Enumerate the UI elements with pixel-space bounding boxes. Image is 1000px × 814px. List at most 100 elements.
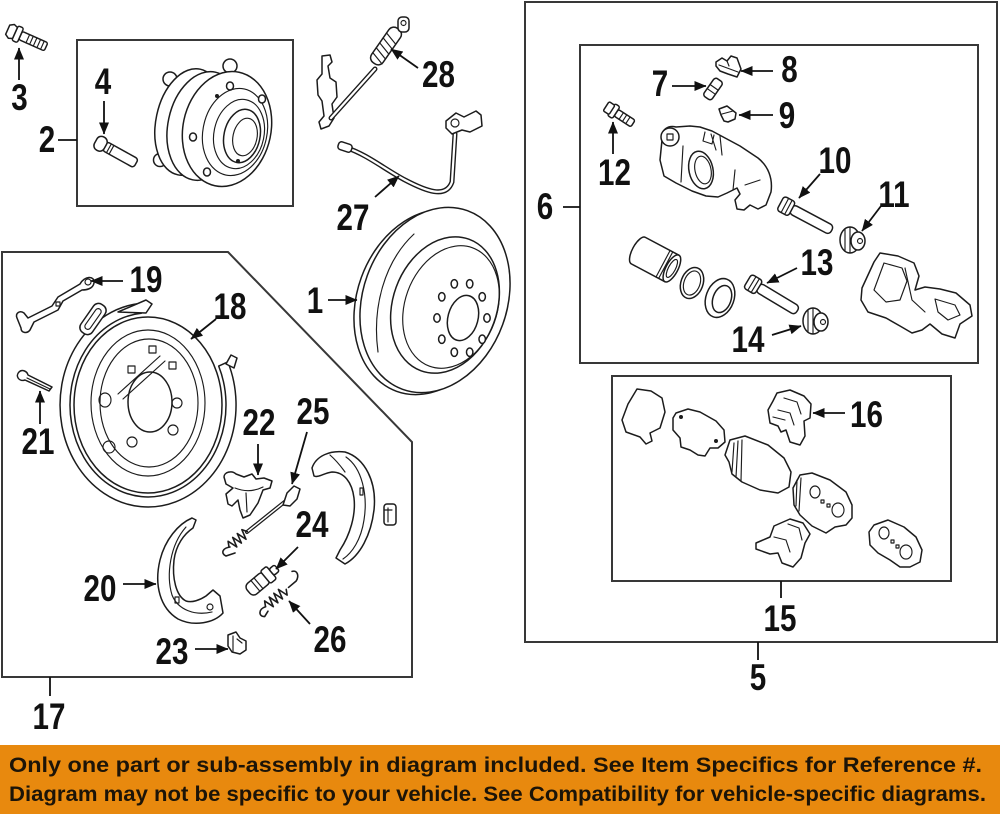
anchor-clip-fold — [383, 507, 393, 523]
piston-seal-icon — [679, 266, 705, 300]
piston-cup — [665, 258, 679, 279]
callout-label: 6 — [537, 187, 553, 228]
callout-label: 20 — [84, 569, 117, 610]
callout-26: 26 — [288, 600, 346, 661]
caliper-edges — [680, 131, 761, 191]
strut-end-bracket — [282, 485, 301, 507]
callout-label: 18 — [214, 287, 247, 328]
bolt-threads — [25, 34, 45, 50]
pin-head-flats — [780, 197, 793, 215]
caliper-bore-inner — [694, 155, 712, 185]
callout-label: 28 — [422, 55, 455, 96]
bracket-body — [860, 252, 973, 339]
backing-plate-lip — [225, 354, 238, 369]
shoe-right-web — [329, 454, 366, 560]
callout-15: 15 — [764, 581, 796, 640]
return-spring-icon — [259, 570, 299, 618]
rotor-hat-step — [402, 245, 500, 369]
pad-shim — [672, 408, 726, 457]
callout-label: 5 — [750, 658, 766, 699]
seal-outer — [679, 266, 705, 300]
leader-arrow — [374, 175, 400, 198]
bleeder-body — [703, 77, 723, 101]
lock-pin-boot-icon — [802, 307, 829, 335]
stud-knurl — [105, 143, 115, 155]
callout-23: 23 — [156, 632, 229, 673]
disclaimer-line-reference: Only one part or sub-assembly in diagram… — [9, 753, 983, 777]
backing-plate-step — [90, 329, 206, 477]
caliper-clip-icon — [715, 55, 742, 78]
bleeder-screw-icon — [703, 77, 723, 101]
pin-split — [26, 377, 51, 390]
piston-boot-icon — [704, 277, 736, 319]
parking-brake-shoe-icon — [157, 517, 224, 625]
cable-end-fitting — [337, 141, 353, 153]
callout-21: 21 — [22, 390, 55, 463]
pin-shaft — [789, 205, 834, 235]
callout-16: 16 — [812, 395, 883, 436]
parts-diagram: 1 2 3 4 5 6 7 8 — [1, 1, 998, 738]
sensor-grip-lines — [372, 32, 397, 65]
adjuster-threads — [250, 577, 264, 592]
shoe-body — [157, 517, 224, 625]
leader-arrow — [771, 324, 802, 336]
brake-pad-set-icon — [621, 388, 923, 568]
callout-27: 27 — [337, 175, 400, 239]
callout-label: 10 — [819, 141, 852, 182]
cable-connector-ring — [450, 118, 460, 128]
backing-plate-ear — [117, 299, 153, 314]
callout-label: 1 — [307, 281, 323, 322]
strut-clip-outer — [79, 302, 107, 336]
shoe-right-body — [311, 450, 376, 565]
bolt-shank — [18, 31, 49, 52]
clip-body — [715, 55, 742, 78]
strut-spring — [227, 528, 249, 548]
shoe-web — [168, 526, 213, 614]
bleeder-hex — [706, 83, 719, 95]
boot-hole — [819, 318, 827, 326]
caliper-mount-hole — [666, 133, 674, 141]
leader-arrow — [390, 48, 419, 69]
piston-face — [662, 254, 682, 283]
strut-spring-coils — [227, 528, 249, 548]
callout-label: 24 — [296, 505, 329, 546]
stud-head — [93, 135, 108, 152]
callout-label: 21 — [22, 422, 55, 463]
callout-4: 4 — [95, 62, 112, 135]
callout-20: 20 — [84, 569, 157, 610]
hold-down-clip-body — [227, 631, 247, 655]
shoe-slot — [174, 596, 180, 604]
leader-arrow — [288, 600, 311, 625]
bolt-threads — [618, 112, 631, 125]
bolt-head — [4, 23, 19, 40]
callout-8: 8 — [740, 50, 798, 91]
backing-plate-center-hole — [127, 371, 173, 433]
spring-coils — [263, 588, 288, 608]
leader-arrow — [861, 205, 882, 232]
callout-11: 11 — [861, 175, 910, 232]
leader-arrow — [766, 267, 798, 284]
sensor-bracket — [316, 54, 338, 130]
callout-label: 2 — [39, 120, 55, 161]
cap-body — [718, 105, 737, 123]
callout-label: 8 — [781, 50, 797, 91]
hub-bolt-icon — [4, 23, 49, 52]
pad-shim-inner — [621, 388, 666, 445]
strut-hook — [222, 546, 236, 557]
hub-ring-middle — [212, 98, 266, 170]
parts-diagram-canvas: 1 2 3 4 5 6 7 8 — [1, 1, 998, 738]
seal-inner — [682, 270, 702, 296]
callout-17: 17 — [33, 677, 65, 738]
pin-head-flats — [747, 276, 760, 294]
spring-hook-left — [259, 605, 269, 618]
leader-arrow — [275, 546, 299, 570]
callout-5: 5 — [750, 642, 766, 699]
shoe-anchor-clip-icon — [383, 503, 397, 526]
actuator-lever-icon — [223, 471, 273, 519]
rotor-face-arc — [375, 233, 415, 353]
cable-connector — [445, 110, 483, 135]
pad-shim-outer-holes — [878, 526, 913, 560]
brake-pad-outer-holes — [795, 477, 845, 518]
shoe-hole — [206, 603, 214, 611]
rotor-center-bore — [446, 294, 480, 342]
